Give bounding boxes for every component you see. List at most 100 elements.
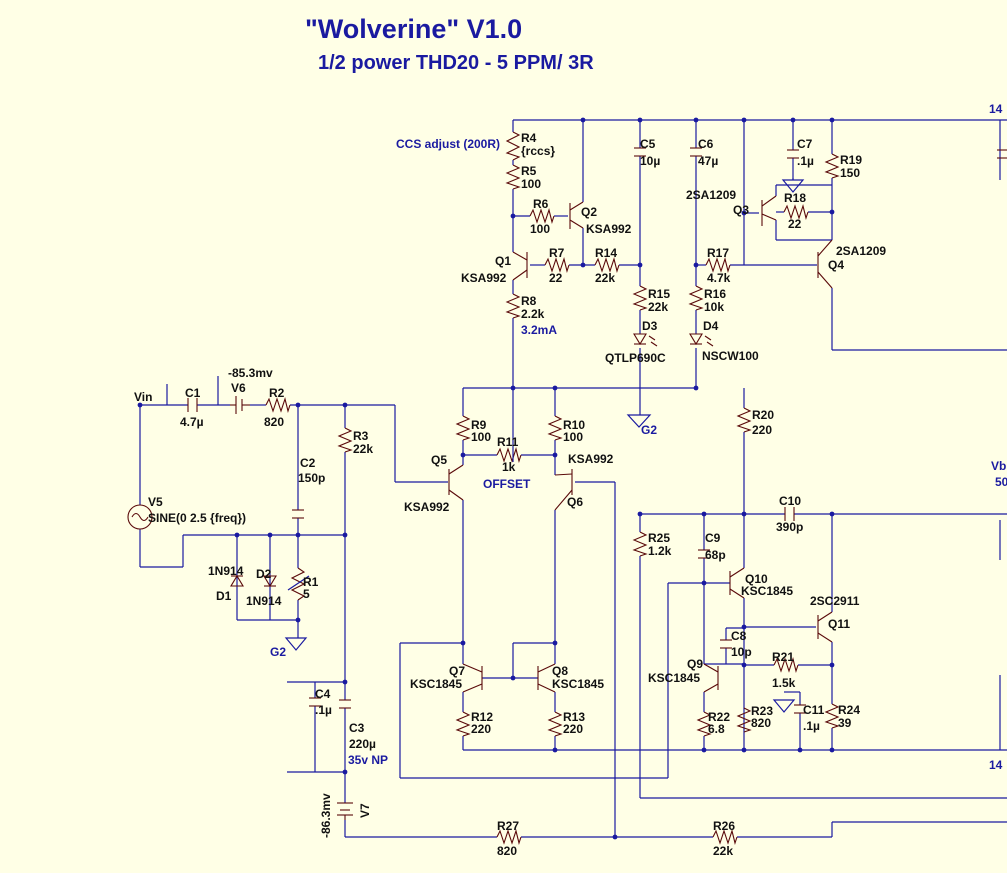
R8-ref: R8	[521, 294, 537, 308]
R15-value: 22k	[648, 300, 668, 314]
R27-value: 820	[497, 844, 517, 858]
R2-value: 820	[264, 415, 284, 429]
Q10-ref: Q10	[745, 572, 768, 586]
R6-value: 100	[530, 222, 550, 236]
current-note: 3.2mA	[521, 323, 557, 337]
R22-value: 6.8	[708, 722, 725, 736]
Q7-ref: Q7	[449, 664, 465, 678]
R10-value: 100	[563, 430, 583, 444]
R20-value: 220	[752, 423, 772, 437]
diodes	[230, 333, 714, 588]
C10-ref: C10	[779, 494, 801, 508]
transistors	[448, 195, 833, 693]
D3-ref: D3	[642, 319, 658, 333]
R4-value: {rccs}	[521, 144, 555, 158]
R5-value: 100	[521, 177, 541, 191]
Q8-ref: Q8	[552, 664, 568, 678]
capacitor-bodies	[187, 147, 1007, 714]
Q3-value: 2SA1209	[686, 188, 736, 202]
C5-value: 10µ	[640, 154, 660, 168]
Q6-ref: Q6	[567, 495, 583, 509]
sources	[127, 396, 353, 820]
Q10-value: KSC1845	[741, 584, 793, 598]
Q11-value: 2SC2911	[810, 594, 860, 608]
D4-ref: D4	[703, 319, 719, 333]
R25-ref: R25	[648, 531, 670, 545]
C6-ref: C6	[698, 137, 714, 151]
R7-ref: R7	[549, 246, 565, 260]
Q11-ref: Q11	[828, 617, 850, 631]
V5-ref: V5	[148, 495, 163, 509]
R21-ref: R21	[772, 650, 794, 664]
Q4-value: 2SA1209	[836, 244, 886, 258]
Q2-ref: Q2	[581, 205, 597, 219]
edge-label-top: 14	[989, 102, 1003, 116]
ground-symbols	[284, 178, 805, 713]
wires	[139, 119, 1007, 838]
R26-value: 22k	[713, 844, 733, 858]
C4-ref: C4	[315, 687, 331, 701]
ground-label-2: G2	[641, 423, 657, 437]
edge-label-vb-value: 50	[995, 475, 1007, 489]
vin-label: Vin	[134, 390, 152, 404]
R24-ref: R24	[838, 703, 860, 717]
C9-ref: C9	[705, 531, 721, 545]
C3-ref: C3	[349, 721, 365, 735]
Q9-ref: Q9	[687, 657, 703, 671]
Q2-value: KSA992	[586, 222, 632, 236]
R13-ref: R13	[563, 710, 585, 724]
junction-dots	[137, 117, 835, 840]
R11-ref: R11	[497, 435, 519, 449]
C10-value: 390p	[776, 520, 803, 534]
R20-ref: R20	[752, 408, 774, 422]
R21-value: 1.5k	[772, 676, 796, 690]
R12-value: 220	[471, 722, 491, 736]
R19-ref: R19	[840, 153, 862, 167]
D2-ref: D2	[256, 567, 272, 581]
D2-value: 1N914	[246, 594, 282, 608]
R8-value: 2.2k	[521, 307, 545, 321]
Q3-ref: Q3	[733, 203, 749, 217]
R2-ref: R2	[269, 386, 285, 400]
R26-ref: R26	[713, 819, 735, 833]
edge-label-vb: Vb	[991, 459, 1006, 473]
schematic-subtitle: 1/2 power THD20 - 5 PPM/ 3R	[318, 52, 594, 74]
C1-ref: C1	[185, 386, 201, 400]
Q5-value: KSA992	[404, 500, 450, 514]
R1-value: 5	[303, 587, 310, 601]
R23-ref: R23	[751, 704, 773, 718]
R25-value: 1.2k	[648, 544, 672, 558]
edge-label-bottom: 14	[989, 758, 1003, 772]
C3-value: 220µ	[349, 737, 376, 751]
D1-value: 1N914	[208, 564, 244, 578]
C4-value: .1µ	[315, 703, 332, 717]
R24-value: 39	[838, 716, 852, 730]
R13-value: 220	[563, 722, 583, 736]
R6-ref: R6	[533, 197, 549, 211]
R27-ref: R27	[497, 819, 519, 833]
D1-ref: D1	[216, 589, 232, 603]
R5-ref: R5	[521, 164, 537, 178]
R9-value: 100	[471, 430, 491, 444]
R9-ref: R9	[471, 418, 487, 432]
R11-value: 1k	[502, 460, 516, 474]
V6-ref: V6	[231, 381, 246, 395]
resistor-bodies	[265, 131, 840, 845]
C8-value: 10p	[731, 645, 752, 659]
C7-value: .1µ	[797, 154, 814, 168]
Q8-value: KSC1845	[552, 677, 604, 691]
C1-value: 4.7µ	[180, 415, 204, 429]
C2-value: 150p	[298, 471, 325, 485]
v7-dc-label: -86.3mv	[319, 793, 333, 838]
R16-value: 10k	[704, 300, 724, 314]
R18-value: 22	[788, 217, 802, 231]
pot-arrows	[287, 445, 514, 591]
R17-ref: R17	[707, 246, 729, 260]
R7-value: 22	[549, 271, 563, 285]
v6-dc-label: -85.3mv	[228, 366, 273, 380]
Q1-ref: Q1	[495, 254, 511, 268]
R23-value: 820	[751, 716, 771, 730]
R14-value: 22k	[595, 271, 615, 285]
C11-value: .1µ	[803, 719, 820, 733]
